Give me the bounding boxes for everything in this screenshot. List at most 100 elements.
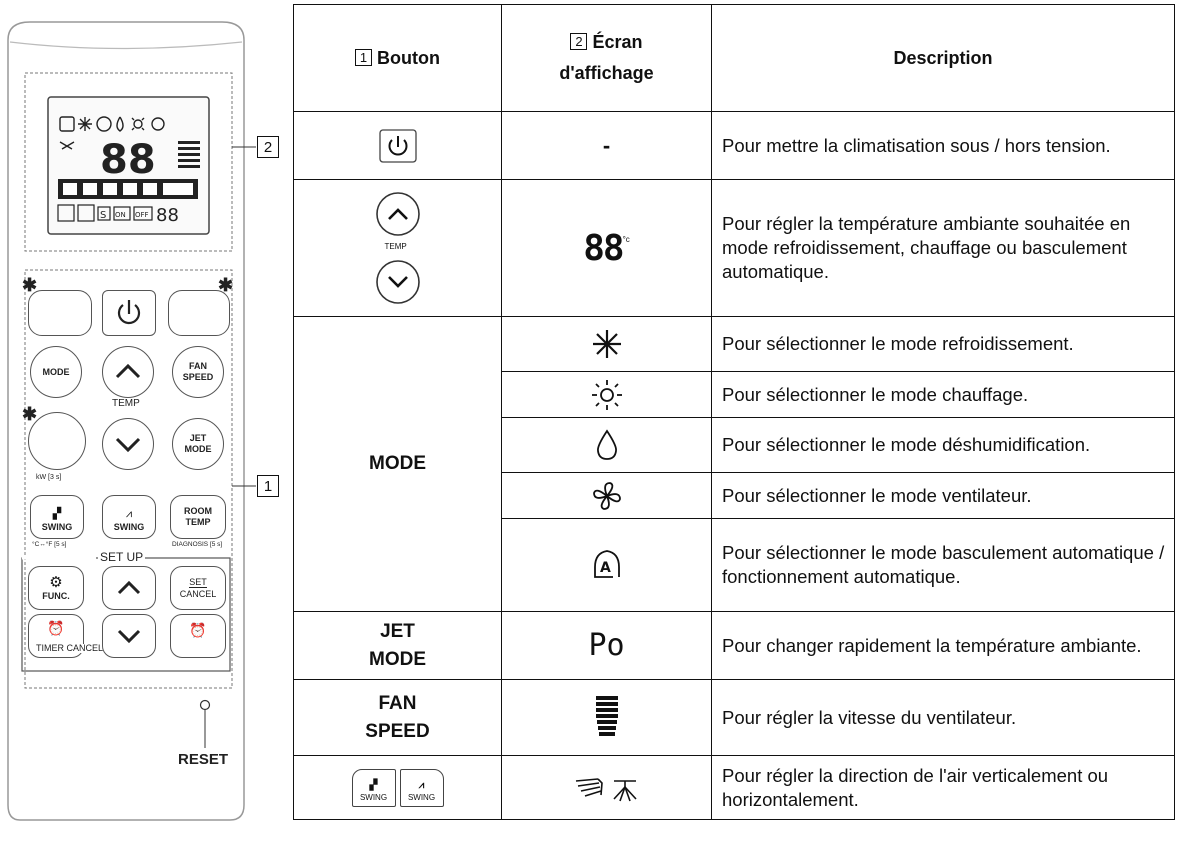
vertical-swing-button: ▞ SWING	[351, 768, 396, 807]
set-label: SET	[189, 576, 207, 588]
header-description: Description	[711, 4, 1175, 112]
temp-up-button[interactable]	[102, 346, 154, 398]
swing-direction-icon	[575, 777, 637, 801]
chevron-down-icon	[115, 437, 141, 453]
alarm-clock-icon: ⏰	[189, 622, 207, 638]
setup-label: SET UP	[98, 550, 146, 564]
header-button-label: Bouton	[377, 47, 440, 68]
svg-text:88: 88	[100, 137, 156, 183]
temp-display-digits: 88	[583, 227, 624, 269]
func-label: FUNC.	[42, 591, 70, 601]
fan-speed-display-cell	[501, 679, 712, 756]
dry-display-cell	[501, 417, 712, 473]
jet-description: Pour changer rapidement la température a…	[711, 611, 1175, 680]
remote-control: 88 S ON OFF 88 2 1 RESET	[0, 0, 300, 867]
mode-button-label: MODE	[42, 366, 70, 377]
table-row: Pour sélectionner le mode ventilateur.	[294, 472, 1175, 519]
power-button[interactable]	[102, 290, 156, 336]
svg-text:88: 88	[156, 205, 179, 226]
auto-display-cell: A	[501, 518, 712, 612]
vertical-swing-button[interactable]: ▞ SWING	[30, 495, 84, 539]
svg-text:S: S	[100, 210, 106, 221]
custom-button-right[interactable]	[168, 290, 230, 336]
func-button[interactable]: ⚙ FUNC.	[28, 566, 84, 610]
jet-mode-label-2: MODE	[184, 444, 212, 454]
horizontal-swing-icon: ⩘	[125, 508, 133, 520]
custom-button-left[interactable]	[28, 290, 92, 336]
fan-speed-description: Pour régler la vitesse du ventilateur.	[711, 679, 1175, 756]
kw-label: kW [3 s]	[36, 474, 62, 481]
diagnosis-label: DIAGNOSIS [5 s]	[172, 541, 223, 548]
mode-button[interactable]: MODE	[30, 346, 82, 398]
room-temp-button[interactable]: ROOM TEMP	[170, 495, 226, 539]
jet-label-2: MODE	[369, 648, 426, 670]
power-description: Pour mettre la climatisation sous / hors…	[711, 111, 1175, 180]
temp-label: TEMP	[112, 398, 140, 409]
star-mark: ✱	[218, 275, 234, 295]
auto-mode-icon: A	[593, 550, 620, 578]
power-display-cell: -	[501, 111, 712, 180]
callout-display: 2	[257, 136, 279, 158]
star-mark: ✱	[22, 404, 38, 424]
temp-button-cell: TEMP	[293, 179, 502, 317]
heat-description: Pour sélectionner le mode chauffage.	[711, 371, 1175, 418]
swing-buttons-cell: ▞ SWING ⩘ SWING	[293, 755, 502, 820]
jet-label-1: JET	[380, 620, 415, 642]
fan-speed-label-2: SPEED	[365, 720, 430, 742]
power-button-cell	[293, 111, 502, 180]
timer-off-button[interactable]: ⏰	[170, 614, 226, 658]
table-row: ▞ SWING ⩘ SWING Pour régler la direction	[293, 755, 1175, 820]
fan-speed-label-cell: FAN SPEED	[293, 679, 502, 756]
fan-speed-label-2: SPEED	[182, 372, 214, 382]
water-drop-icon	[596, 429, 617, 460]
set-cancel-button[interactable]: SET CANCEL	[170, 566, 226, 610]
room-temp-label-2: TEMP	[185, 517, 211, 527]
jet-mode-label-cell: JET MODE	[293, 611, 502, 680]
vertical-swing-icon: ▞	[369, 779, 378, 791]
dry-description: Pour sélectionner le mode déshumidificat…	[711, 417, 1175, 473]
timer-cancel-label: TIMER CANCEL	[36, 643, 104, 653]
heat-display-cell	[501, 371, 712, 418]
star-mark: ✱	[22, 275, 38, 295]
temp-down-button[interactable]	[102, 418, 154, 470]
table-row: MODE Pour sélectionner le mode refroidis…	[293, 316, 1175, 612]
header-num-2: 2	[570, 33, 588, 50]
header-display-label-2: d'affichage	[559, 63, 654, 83]
setup-down-button[interactable]	[102, 614, 156, 658]
alarm-clock-icon: ⏰	[47, 620, 65, 636]
fan-speed-button[interactable]: FAN SPEED	[172, 346, 224, 398]
fan-display-cell	[501, 472, 712, 519]
setup-up-button[interactable]	[102, 566, 156, 610]
horizontal-swing-button[interactable]: ⩘ SWING	[102, 495, 156, 539]
fan-speed-label-1: FAN	[378, 692, 417, 714]
swing-label: SWING	[407, 792, 436, 802]
auto-description: Pour sélectionner le mode basculement au…	[711, 518, 1175, 612]
horizontal-swing-icon: ⩘	[418, 779, 425, 791]
kw-button[interactable]	[28, 412, 86, 470]
temp-display-unit: °c	[622, 234, 630, 244]
lcd-display: 88 S ON OFF 88	[57, 116, 200, 226]
reset-label: RESET	[178, 751, 229, 768]
svg-text:A: A	[600, 560, 611, 576]
swing-label: SWING	[113, 522, 145, 532]
table-row: - Pour mettre la climatisation sous / ho…	[293, 111, 1175, 180]
header-num-1: 1	[355, 48, 372, 66]
temp-buttons-icon	[375, 192, 420, 304]
timer-button[interactable]: ⏰	[28, 614, 84, 658]
svg-text:ON: ON	[115, 211, 126, 219]
sun-icon	[591, 379, 622, 410]
table-row: FAN SPEED Pour régler la vitesse du vent…	[293, 679, 1175, 756]
callout-buttons: 1	[257, 475, 279, 497]
snowflake-icon	[592, 330, 621, 358]
horizontal-swing-button: ⩘ SWING	[399, 768, 444, 807]
jet-mode-button[interactable]: JET MODE	[172, 418, 224, 470]
cool-display-cell	[501, 316, 712, 372]
chevron-down-icon	[117, 629, 141, 644]
vertical-swing-icon: ▞	[52, 508, 62, 520]
temp-description: Pour régler la température ambiante souh…	[711, 179, 1175, 317]
chevron-up-icon	[117, 580, 141, 595]
header-display-label-1: Écran	[592, 32, 643, 52]
